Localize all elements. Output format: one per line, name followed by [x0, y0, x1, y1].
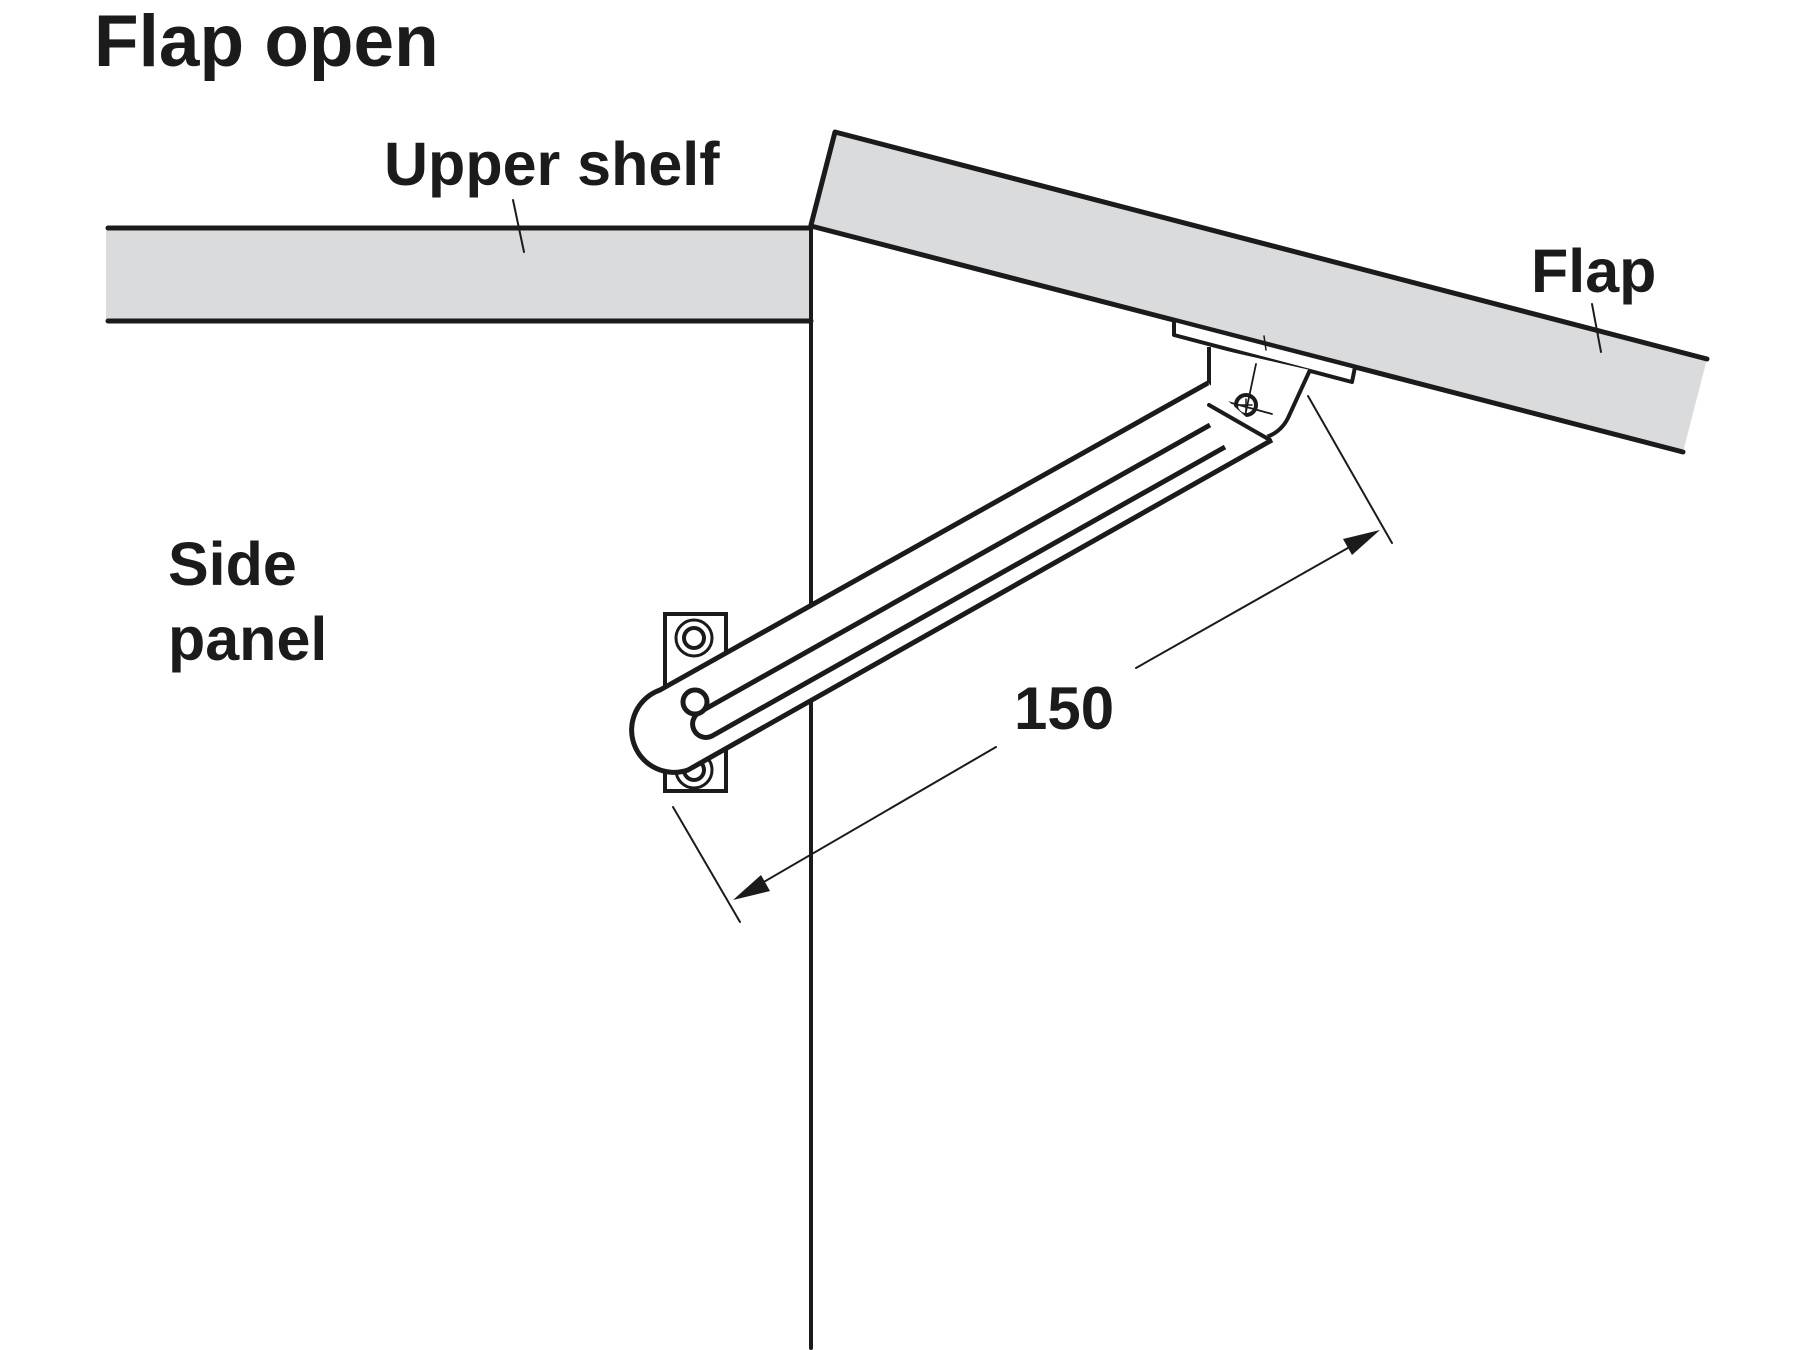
label-side-panel-line1: Side: [168, 530, 297, 598]
label-side-panel-line2: panel: [168, 605, 327, 673]
flap-top-edge: [808, 129, 1710, 362]
slide-pin-icon: [680, 687, 710, 717]
leader-flap: [1591, 303, 1602, 353]
flap-plate-centre-mark: [1263, 335, 1267, 351]
flap-board: [811, 132, 1707, 452]
dimension-150: 150: [672, 395, 1393, 923]
dimension-line-lower: [749, 746, 997, 891]
label-upper-shelf: Upper shelf: [384, 130, 720, 198]
label-flap: Flap: [1531, 237, 1656, 305]
flap-mounting-plate: [1172, 318, 1357, 384]
dimension-value: 150: [1014, 675, 1114, 742]
upper-shelf: [105, 225, 814, 324]
leader-upper-shelf: [512, 199, 525, 253]
diagram-title: Flap open: [94, 1, 439, 82]
screw-icon-top: [682, 626, 706, 650]
screw-icon-top-outer: [674, 618, 714, 658]
dimension-extension-left: [672, 806, 741, 923]
stay-arm: [629, 380, 1274, 775]
dimension-extension-right: [1307, 395, 1393, 544]
arrowhead-left-icon: [733, 875, 770, 900]
stay-arm-hinge-joint: [1207, 403, 1272, 442]
dimension-line-upper: [1135, 539, 1363, 669]
upper-shelf-board: [106, 227, 811, 321]
arrowhead-right-icon: [1343, 530, 1380, 555]
